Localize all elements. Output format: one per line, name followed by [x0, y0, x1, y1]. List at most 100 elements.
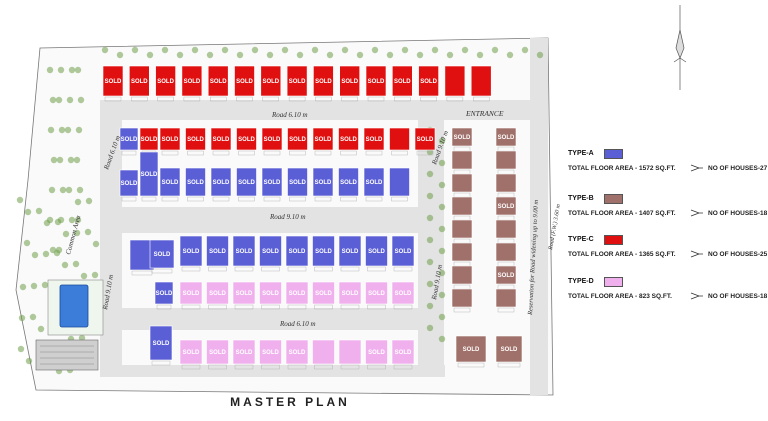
house-plot-type-c: SOLD: [234, 65, 255, 102]
house-plot-type-c: SOLD: [129, 65, 150, 102]
legend-area: TOTAL FLOOR AREA - 1365 SQ.FT.: [568, 251, 676, 258]
house-plot-type-c: SOLD: [207, 65, 229, 102]
tree-icon: [37, 325, 45, 333]
tree-icon: [446, 51, 454, 59]
house-plot-type-a: SOLD: [391, 235, 415, 272]
sold-label: SOLD: [340, 180, 357, 186]
sold-label: SOLD: [121, 137, 138, 143]
house-plot-type-c: SOLD: [312, 127, 334, 156]
tree-icon: [536, 51, 544, 59]
legend-house-count: NO OF HOUSES-25: [708, 251, 768, 258]
tree-icon: [65, 186, 73, 194]
tree-icon: [56, 156, 64, 164]
tree-icon: [371, 46, 379, 54]
sold-label: SOLD: [289, 137, 306, 143]
tree-icon: [24, 208, 32, 216]
tree-icon: [25, 357, 33, 365]
tree-icon: [438, 137, 446, 145]
house-plot-type-d: SOLD: [206, 281, 229, 310]
house-plot-type-a: SOLD: [287, 167, 308, 202]
tree-icon: [426, 258, 434, 266]
tree-icon: [438, 313, 446, 321]
arrow-right-icon: [690, 292, 703, 300]
house-plot-type-d: SOLD: [391, 339, 415, 370]
tree-icon: [30, 282, 38, 290]
house-plot-type-c: SOLD: [391, 65, 413, 102]
tree-icon: [68, 216, 76, 224]
tree-icon: [206, 51, 214, 59]
road-label-middle: Road 9.10 m: [269, 213, 306, 221]
house-plot-type-d: SOLD: [259, 281, 282, 310]
north-arrow-icon: [673, 5, 687, 90]
tree-icon: [23, 239, 31, 247]
tree-icon: [57, 66, 65, 74]
house-plot-type-d: SOLD: [391, 281, 415, 310]
tree-icon: [426, 324, 434, 332]
sold-label: SOLD: [183, 350, 200, 356]
tree-icon: [131, 46, 139, 54]
legend-swatch: [604, 277, 623, 287]
house-plot-type-b: [451, 288, 473, 313]
sold-label: SOLD: [236, 249, 253, 255]
tree-icon: [296, 51, 304, 59]
tree-icon: [78, 334, 86, 342]
tree-icon: [438, 225, 446, 233]
tree-icon: [19, 283, 27, 291]
legend-item-type-b: TYPE-B TOTAL FLOOR AREA - 1407 SQ.FT. NO…: [568, 194, 768, 235]
tree-icon: [438, 203, 446, 211]
arrow-right-icon: [690, 209, 703, 217]
sold-label: SOLD: [289, 79, 306, 85]
sold-label: SOLD: [236, 350, 253, 356]
house-plot-type-a: SOLD: [232, 235, 256, 272]
house-plot-type-a: SOLD: [159, 167, 181, 202]
tree-icon: [50, 156, 58, 164]
tree-icon: [77, 96, 85, 104]
tree-icon: [84, 228, 92, 236]
legend-type-label: TYPE-A: [568, 150, 594, 157]
tree-icon: [91, 271, 99, 279]
house-plot-type-d: [312, 339, 335, 370]
house-plot-type-c: SOLD: [313, 65, 334, 102]
tree-icon: [42, 250, 50, 258]
house-plot-type-a: SOLD: [149, 325, 173, 366]
tree-icon: [386, 51, 394, 59]
house-plot-type-a: [389, 167, 410, 202]
house-plot-type-c: SOLD: [139, 127, 159, 156]
tree-icon: [426, 236, 434, 244]
tree-icon: [438, 269, 446, 277]
sold-label: SOLD: [187, 180, 204, 186]
tree-icon: [356, 51, 364, 59]
sold-label: SOLD: [238, 137, 255, 143]
sold-label: SOLD: [498, 204, 515, 210]
tree-icon: [438, 335, 446, 343]
tree-icon: [61, 261, 69, 269]
sold-label: SOLD: [262, 79, 279, 85]
house-plot-type-c: SOLD: [363, 127, 385, 156]
sold-label: SOLD: [315, 180, 332, 186]
tree-icon: [101, 46, 109, 54]
tree-icon: [146, 51, 154, 59]
tree-icon: [64, 126, 72, 134]
sold-label: SOLD: [395, 291, 412, 297]
sold-label: SOLD: [366, 180, 383, 186]
tree-icon: [74, 216, 82, 224]
house-plot-type-b: [451, 150, 473, 175]
tree-icon: [76, 186, 84, 194]
tree-icon: [476, 51, 484, 59]
tree-icon: [48, 186, 56, 194]
tree-icon: [41, 281, 49, 289]
house-plot-type-c: SOLD: [260, 65, 282, 102]
tree-icon: [426, 214, 434, 222]
tree-icon: [59, 186, 67, 194]
sold-label: SOLD: [157, 79, 174, 85]
house-plot-type-a: SOLD: [149, 239, 175, 274]
house-plot-type-a: SOLD: [365, 235, 388, 272]
house-plot-type-c: SOLD: [338, 127, 359, 156]
sold-label: SOLD: [289, 291, 306, 297]
house-plot-type-c: SOLD: [286, 65, 308, 102]
house-plot-type-b: [495, 219, 517, 244]
house-plot-type-a: SOLD: [119, 169, 139, 202]
tree-icon: [281, 46, 289, 54]
